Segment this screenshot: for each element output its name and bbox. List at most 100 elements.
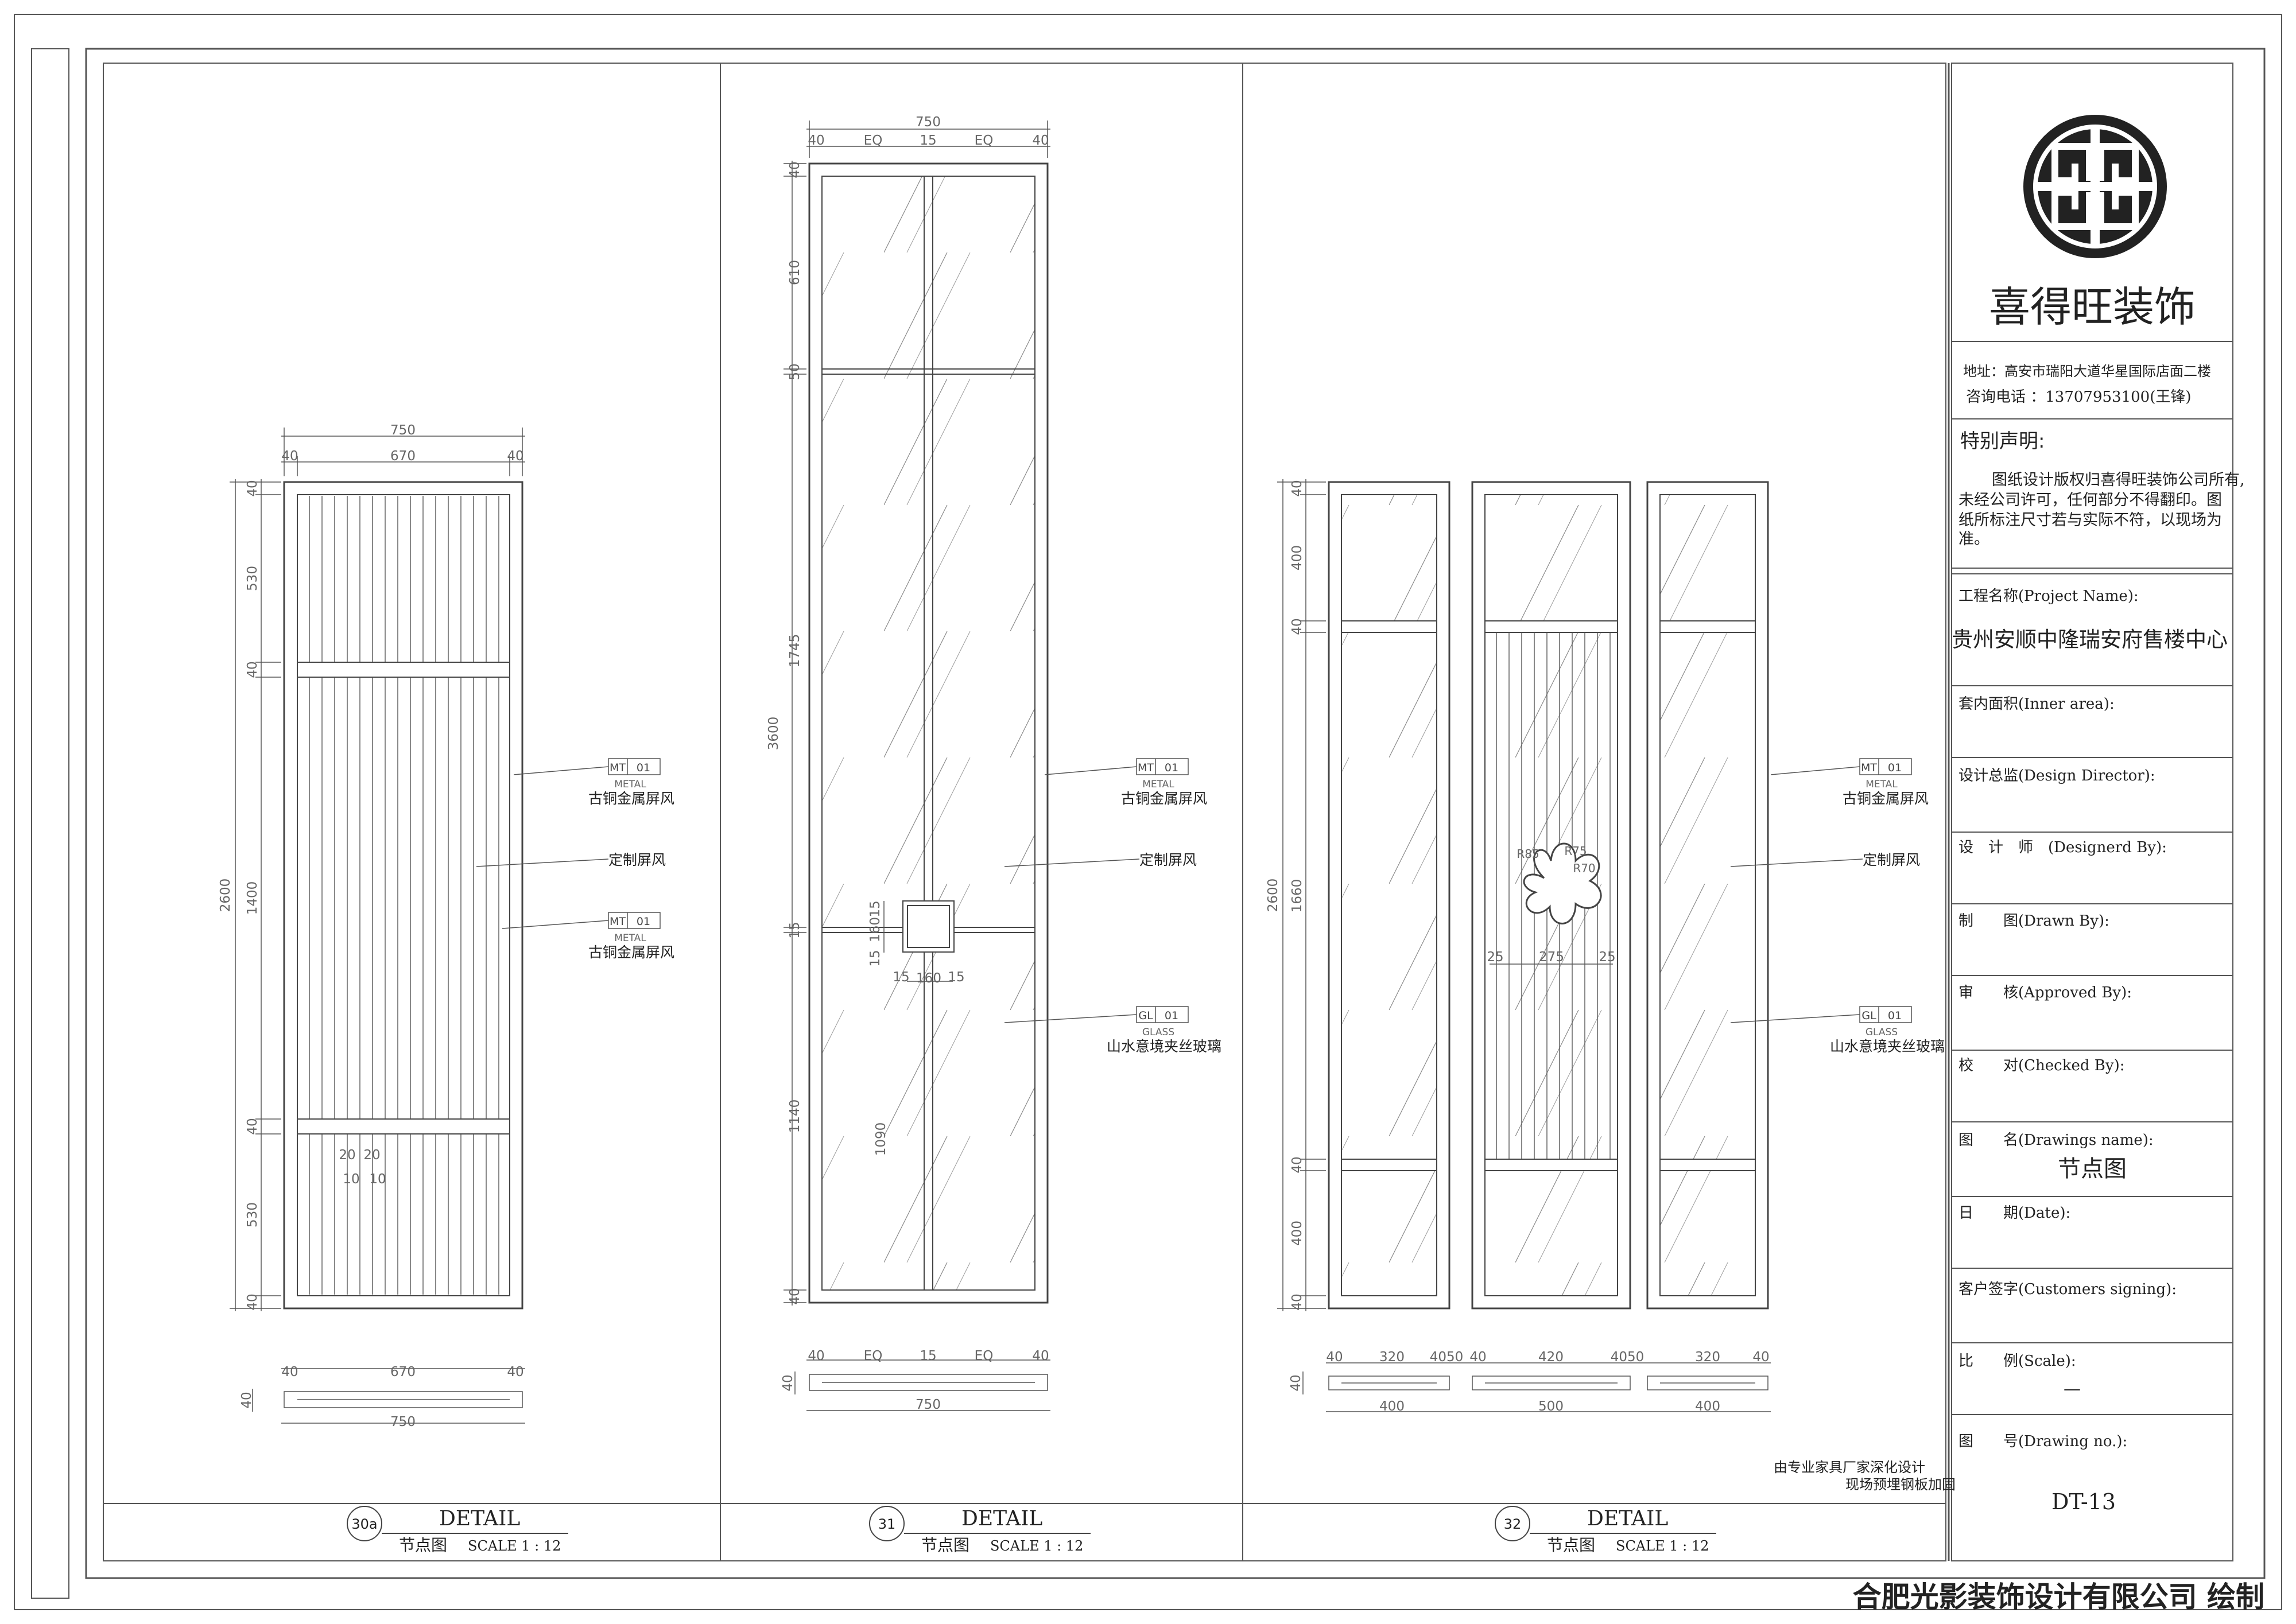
svg-text:01: 01 xyxy=(1165,762,1178,774)
svg-text:40: 40 xyxy=(1290,1156,1305,1173)
svg-text:40: 40 xyxy=(245,1118,260,1135)
svg-text:420: 420 xyxy=(1538,1350,1564,1365)
svg-text:古铜金属屏风: 古铜金属屏风 xyxy=(588,944,674,961)
svg-text:01: 01 xyxy=(1888,762,1902,774)
label-custom-screen: 定制屏风 xyxy=(608,852,666,868)
svg-text:山水意境夹丝玻璃: 山水意境夹丝玻璃 xyxy=(1830,1038,1945,1055)
approved-label: 审 核(Approved By): xyxy=(1958,984,2132,1001)
svg-text:20: 20 xyxy=(363,1148,380,1163)
svg-text:GL: GL xyxy=(1861,1009,1876,1022)
svg-text:40: 40 xyxy=(507,1365,523,1380)
svg-text:275: 275 xyxy=(1539,950,1564,965)
svg-text:50: 50 xyxy=(788,363,802,380)
svg-text:1745: 1745 xyxy=(788,634,802,668)
svg-text:30a: 30a xyxy=(351,1516,377,1532)
project-value: 贵州安顺中隆瑞安府售楼中心 xyxy=(1952,627,2228,652)
svg-text:530: 530 xyxy=(245,566,260,591)
dimension-labels-32: 2600 40 400 40 1660 40 400 40 R85 R75 R7… xyxy=(1266,480,1770,1414)
svg-text:METAL: METAL xyxy=(614,779,646,790)
svg-text:15: 15 xyxy=(788,922,802,938)
svg-text:EQ: EQ xyxy=(975,133,994,148)
svg-text:2600: 2600 xyxy=(218,879,233,912)
svg-text:1400: 1400 xyxy=(245,881,260,915)
svg-text:500: 500 xyxy=(1538,1399,1564,1414)
svg-text:SCALE 1 : 12: SCALE 1 : 12 xyxy=(1616,1538,1709,1554)
svg-text:01: 01 xyxy=(1165,1009,1178,1022)
dimension-labels-30a: 750 670 40 40 2600 530 1400 530 40 40 40… xyxy=(218,423,524,1429)
svg-text:METAL: METAL xyxy=(1142,779,1174,790)
label-glass: 山水意境夹丝玻璃 xyxy=(1107,1038,1221,1055)
svg-text:40: 40 xyxy=(1032,1349,1049,1363)
svg-text:40: 40 xyxy=(281,1365,298,1380)
notice-line-4: 准。 xyxy=(1958,530,1989,548)
svg-text:定制屏风: 定制屏风 xyxy=(1863,852,1920,868)
drawing-no-value: DT-13 xyxy=(2051,1489,2116,1514)
drawn-label: 制 图(Drawn By): xyxy=(1958,912,2109,930)
callouts-31: MT 01 METAL 古铜金属屏风 定制屏风 GL 01 GLASS 山水意境… xyxy=(1004,758,1221,1055)
svg-text:40: 40 xyxy=(1469,1350,1486,1365)
svg-text:160: 160 xyxy=(916,971,941,986)
svg-text:40: 40 xyxy=(239,1392,254,1408)
svg-text:40: 40 xyxy=(808,1349,824,1363)
svg-text:METAL: METAL xyxy=(1865,779,1898,790)
svg-text:40: 40 xyxy=(1032,133,1049,148)
svg-text:01: 01 xyxy=(1888,1009,1902,1022)
footer-credit: 合肥光影装饰设计有限公司 绘制 xyxy=(1853,1580,2264,1614)
svg-text:R70: R70 xyxy=(1573,861,1595,875)
director-label: 设计总监(Design Director): xyxy=(1958,767,2155,784)
notice-title: 特别声明: xyxy=(1960,430,2045,453)
svg-text:40: 40 xyxy=(245,1293,260,1310)
svg-text:SCALE 1 : 12: SCALE 1 : 12 xyxy=(990,1538,1083,1554)
elevation-32 xyxy=(1328,481,1769,1310)
project-label: 工程名称(Project Name): xyxy=(1958,588,2139,605)
quatrefoil-opening xyxy=(1523,842,1602,924)
drawing-name-value: 节点图 xyxy=(2058,1156,2127,1182)
dimension-labels-31: 750 40 EQ 15 EQ 40 3600 40 610 50 1745 1… xyxy=(766,115,1049,1412)
elevation-30a xyxy=(283,481,523,1310)
svg-text:MT: MT xyxy=(1138,762,1154,774)
svg-text:古铜金属屏风: 古铜金属屏风 xyxy=(1843,790,1929,807)
svg-text:320: 320 xyxy=(1695,1350,1720,1365)
svg-text:40: 40 xyxy=(1326,1350,1343,1365)
svg-text:750: 750 xyxy=(390,423,416,438)
scale-label: 比 例(Scale): xyxy=(1958,1353,2076,1370)
svg-text:节点图: 节点图 xyxy=(399,1536,447,1555)
scale-value: — xyxy=(2064,1379,2081,1399)
callouts-32: MT 01 METAL 古铜金属屏风 定制屏风 GL 01 GLASS 山水意境… xyxy=(1730,758,1945,1055)
svg-text:750: 750 xyxy=(916,1397,941,1412)
callouts-30a: MT 01 METAL 古铜金属屏风 定制屏风 MT 01 METAL 古铜金属… xyxy=(476,758,674,961)
svg-text:古铜金属屏风: 古铜金属屏风 xyxy=(1121,790,1207,807)
svg-text:01: 01 xyxy=(637,915,650,928)
svg-text:40: 40 xyxy=(1752,1350,1769,1365)
svg-text:EQ: EQ xyxy=(975,1349,994,1363)
svg-text:MT: MT xyxy=(610,915,626,928)
svg-text:3600: 3600 xyxy=(766,717,781,751)
svg-text:节点图: 节点图 xyxy=(1547,1536,1595,1555)
svg-text:670: 670 xyxy=(390,449,416,464)
svg-text:40: 40 xyxy=(245,480,260,496)
svg-text:DETAIL: DETAIL xyxy=(439,1507,520,1530)
notice-line-2: 未经公司许可，任何部分不得翻印。图 xyxy=(1958,491,2222,509)
svg-text:670: 670 xyxy=(390,1365,416,1380)
dimensions-30a xyxy=(230,428,525,1424)
sheet-border xyxy=(14,14,2282,1610)
notice-line-1: 图纸设计版权归喜得旺装饰公司所有, xyxy=(1992,471,2245,489)
elevation-31 xyxy=(808,162,1049,1304)
svg-text:10: 10 xyxy=(369,1172,386,1187)
svg-text:400: 400 xyxy=(1290,545,1305,570)
detail-title-30a: 30a DETAIL 节点图 SCALE 1 : 12 xyxy=(347,1506,568,1555)
svg-text:15: 15 xyxy=(948,970,964,985)
svg-text:31: 31 xyxy=(878,1516,896,1532)
svg-text:EQ: EQ xyxy=(864,133,883,148)
svg-text:MT: MT xyxy=(610,762,626,774)
note-line-1: 由专业家具厂家深化设计 xyxy=(1774,1459,1925,1475)
checked-label: 校 对(Checked By): xyxy=(1958,1057,2124,1074)
svg-text:1140: 1140 xyxy=(788,1099,802,1133)
svg-text:320: 320 xyxy=(1379,1350,1405,1365)
svg-text:4050: 4050 xyxy=(1430,1350,1464,1365)
svg-text:GL: GL xyxy=(1138,1009,1153,1022)
note-line-2: 现场预埋钢板加固 xyxy=(1845,1477,1956,1493)
svg-text:GLASS: GLASS xyxy=(1865,1027,1898,1038)
svg-text:R75: R75 xyxy=(1564,844,1587,858)
